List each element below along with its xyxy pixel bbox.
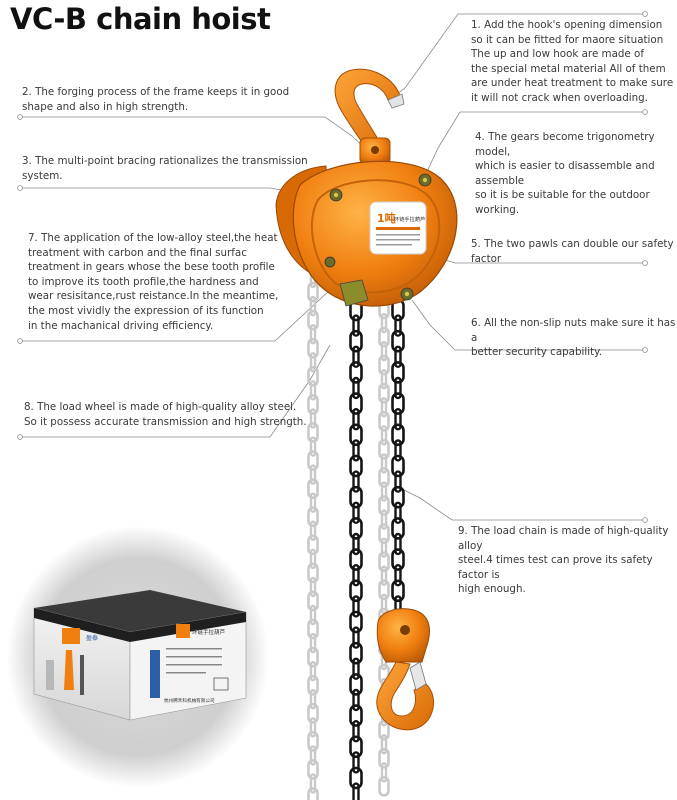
product-label-name: 环链手拉葫芦 bbox=[394, 215, 425, 223]
note-2-forging-frame: 2. The forging process of the frame keep… bbox=[22, 86, 290, 113]
leader-line-9 bbox=[399, 487, 645, 521]
box-product-name: 环链手拉葫芦 bbox=[192, 628, 226, 636]
product-label-capacity: 1吨 bbox=[377, 211, 396, 225]
note-6-non-slip-nuts: 6. All the non-slip nuts make sure it ha… bbox=[471, 317, 676, 359]
bottom-hook bbox=[376, 608, 435, 731]
leader-line-2 bbox=[20, 116, 366, 149]
note-7-low-alloy-steel: 7. The application of the low-alloy stee… bbox=[28, 232, 279, 332]
load-chain-left bbox=[349, 298, 363, 800]
page-title: VC-B chain hoist bbox=[10, 2, 271, 36]
leader-end-dots bbox=[17, 11, 648, 523]
product-box: 盈泰 环链手拉葫芦 杭州腾禾科机械有限公司 bbox=[33, 590, 247, 721]
note-9-load-chain: 9. The load chain is made of high-qualit… bbox=[458, 525, 669, 596]
leader-line-8 bbox=[20, 344, 331, 438]
note-1-hook-opening: 1. Add the hook's opening dimension so i… bbox=[471, 19, 674, 104]
pawl-bracket bbox=[339, 279, 369, 307]
note-5-two-pawls: 5. The two pawls can double our safety f… bbox=[471, 238, 674, 265]
box-brand: 盈泰 bbox=[86, 634, 98, 642]
load-chain-right bbox=[391, 298, 405, 634]
note-3-multi-point-bracing: 3. The multi-point bracing rationalizes … bbox=[22, 155, 308, 182]
box-maker: 杭州腾禾科机械有限公司 bbox=[164, 697, 215, 704]
leader-line-4 bbox=[424, 111, 645, 177]
top-hook bbox=[334, 68, 405, 165]
leader-line-6 bbox=[411, 299, 645, 351]
hoist-body: 1吨 环链手拉葫芦 bbox=[275, 160, 458, 307]
hand-chain-left bbox=[307, 253, 319, 800]
note-8-load-wheel: 8. The load wheel is made of high-qualit… bbox=[24, 401, 307, 428]
note-4-gears: 4. The gears become trigonometry model, … bbox=[475, 131, 655, 216]
